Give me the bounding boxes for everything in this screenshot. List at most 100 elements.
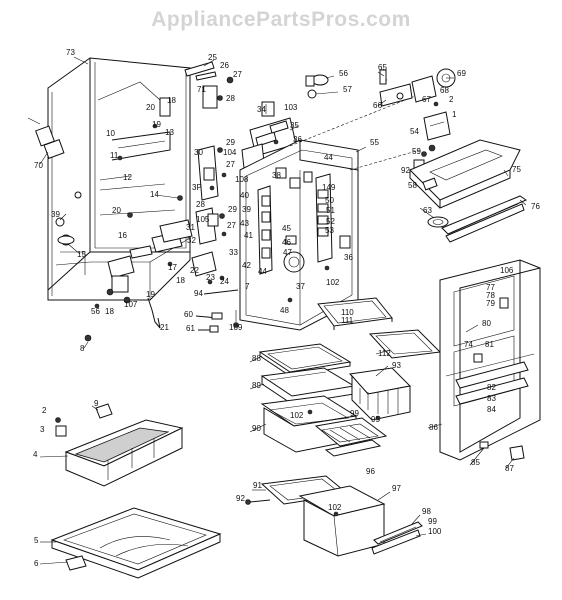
part-label-l41: 41 xyxy=(244,231,253,240)
part-label-l24: 24 xyxy=(220,277,229,286)
part-label-l61: 61 xyxy=(186,324,195,333)
part-label-l96: 96 xyxy=(366,467,375,476)
part-label-l56: 56 xyxy=(339,69,348,78)
control-bracket-31 xyxy=(159,207,227,245)
part-label-l29a: 29 xyxy=(226,138,235,147)
part-label-l110: 110 xyxy=(341,308,354,317)
part-label-l29b: 29 xyxy=(228,205,237,214)
part-label-l99b: 99 xyxy=(428,517,437,526)
inner-liner-55 xyxy=(239,139,359,331)
part-label-l51: 51 xyxy=(326,206,335,215)
part-label-l35: 35 xyxy=(290,121,299,130)
part-label-l28: 28 xyxy=(226,94,235,103)
part-label-l94: 94 xyxy=(194,289,203,298)
control-knob-63 xyxy=(427,216,449,228)
cabinet-inner-rail xyxy=(99,131,171,181)
part-label-l91: 91 xyxy=(253,481,262,490)
crisper-cover-75 xyxy=(409,139,521,209)
part-label-l18c: 18 xyxy=(105,307,114,316)
watermark: AppliancePartsPros.com xyxy=(151,8,411,31)
part-label-l45: 45 xyxy=(282,224,291,233)
drawer-rail-98 xyxy=(371,521,423,555)
part-label-l75: 75 xyxy=(512,165,521,174)
part-label-l88: 88 xyxy=(252,354,261,363)
part-label-l11: 11 xyxy=(110,151,119,160)
part-label-l43: 43 xyxy=(240,219,249,228)
part-label-l18b: 18 xyxy=(176,276,185,285)
cover-frame-76 xyxy=(441,195,528,243)
part-label-l36b: 36 xyxy=(344,253,353,262)
part-label-l54: 54 xyxy=(410,127,419,136)
part-label-l102c: 102 xyxy=(328,503,342,512)
part-label-l82: 82 xyxy=(487,383,496,392)
part-label-l70: 70 xyxy=(34,161,43,170)
part-label-l104: 104 xyxy=(223,148,237,157)
part-label-l89: 89 xyxy=(252,381,261,390)
part-label-l106: 106 xyxy=(500,266,514,275)
part-label-l20b: 20 xyxy=(112,206,121,215)
part-label-l80: 80 xyxy=(482,319,491,328)
part-label-l87: 87 xyxy=(505,464,514,473)
part-label-l149: 149 xyxy=(322,183,336,192)
part-label-l92b: 92 xyxy=(236,494,245,503)
cabinet-component-18 xyxy=(159,97,171,117)
part-label-l97: 97 xyxy=(392,484,401,493)
part-label-l7: 7 xyxy=(245,282,250,291)
control-bracket-30 xyxy=(197,145,227,201)
part-label-l58: 58 xyxy=(408,181,417,190)
tray-96 xyxy=(314,415,388,457)
part-label-l81: 81 xyxy=(485,340,494,349)
part-label-l50: 50 xyxy=(325,196,334,205)
part-label-l21: 21 xyxy=(160,323,169,332)
part-label-l3: 3 xyxy=(40,425,45,434)
part-label-l44b: 44 xyxy=(258,267,267,276)
fresh-food-door-86 xyxy=(439,259,541,461)
part-label-l27b: 27 xyxy=(226,160,235,169)
drawer-90 xyxy=(260,395,358,453)
part-label-l1: 1 xyxy=(452,110,457,119)
part-label-l4: 4 xyxy=(33,450,38,459)
part-label-l73: 73 xyxy=(66,48,75,57)
part-label-l2a: 2 xyxy=(449,95,454,104)
part-label-l55: 55 xyxy=(370,138,379,147)
part-label-l42: 42 xyxy=(242,261,251,270)
part-label-l60: 60 xyxy=(184,310,193,319)
part-label-l111: 111 xyxy=(341,316,354,325)
part-label-l23: 23 xyxy=(206,273,215,282)
part-label-l26: 26 xyxy=(220,61,229,70)
part-label-l103: 103 xyxy=(284,103,298,112)
part-label-l10: 10 xyxy=(106,129,115,138)
part-label-l38: 38 xyxy=(272,171,281,180)
part-label-l68: 68 xyxy=(440,86,449,95)
part-label-l12: 12 xyxy=(123,173,132,182)
part-label-l71: 71 xyxy=(197,85,206,94)
part-label-l15: 15 xyxy=(77,250,86,259)
part-label-l20a: 20 xyxy=(146,103,155,112)
part-label-l76: 76 xyxy=(531,202,540,211)
leader-lines xyxy=(39,56,527,565)
part-label-l25: 25 xyxy=(208,53,217,62)
part-label-l107: 107 xyxy=(124,300,138,309)
part-label-l19b: 19 xyxy=(146,290,155,299)
meat-drawer-97 xyxy=(298,485,386,557)
part-label-l63: 63 xyxy=(423,206,432,215)
part-label-l83: 83 xyxy=(487,394,496,403)
drip-tray-5 xyxy=(50,507,222,579)
part-label-l22: 22 xyxy=(190,266,199,275)
part-label-l9: 9 xyxy=(94,399,99,408)
part-label-l27c: 27 xyxy=(227,221,236,230)
part-label-l53: 53 xyxy=(325,226,334,235)
part-label-l66: 66 xyxy=(373,101,382,110)
fasteners-60-61 xyxy=(195,312,223,333)
part-label-l44a: 44 xyxy=(324,153,333,162)
part-label-l59: 59 xyxy=(412,147,421,156)
thermostat-54 xyxy=(413,111,451,171)
hinge-top xyxy=(184,61,217,81)
part-label-l16: 16 xyxy=(118,231,127,240)
part-label-l84: 84 xyxy=(487,405,496,414)
part-label-l102a: 102 xyxy=(326,278,340,287)
part-label-l105: 105 xyxy=(196,215,210,224)
part-label-l109: 109 xyxy=(229,323,243,332)
